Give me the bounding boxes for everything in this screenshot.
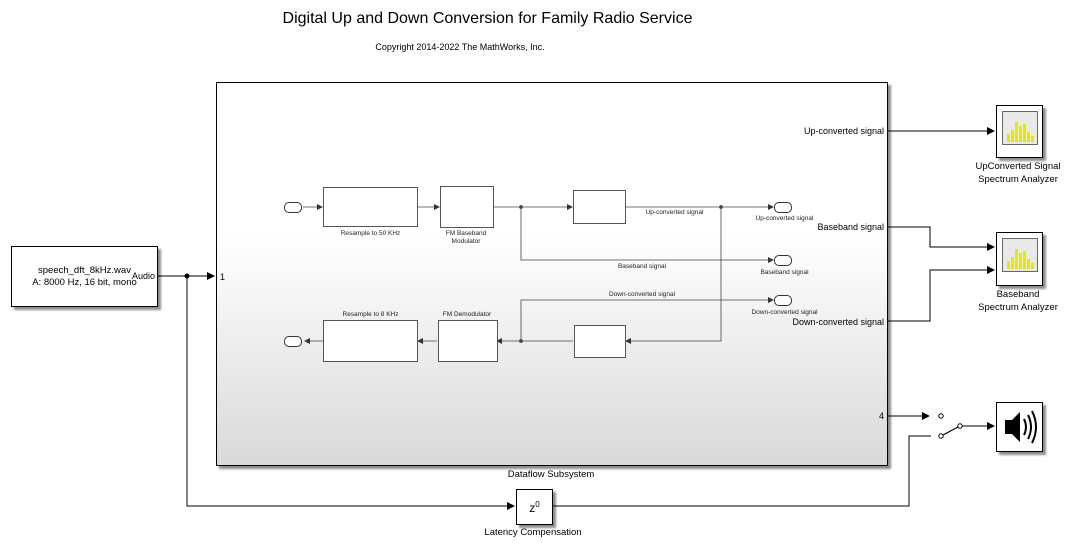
resample-50k-block[interactable]	[323, 187, 418, 227]
up-outport	[774, 202, 792, 213]
subsystem-outport-up: Up-converted signal	[803, 126, 884, 136]
upconverted-analyzer-label-2: Spectrum Analyzer	[978, 174, 1058, 185]
subsystem-outport-4: 4	[878, 411, 884, 421]
subsystem-outport-baseband: Baseband signal	[817, 222, 884, 232]
upconverted-spectrum-analyzer[interactable]	[996, 105, 1043, 158]
up-outport-label: Up-converted signal	[755, 215, 814, 222]
baseband-spectrum-analyzer[interactable]	[996, 232, 1043, 286]
fm-modulator-label-1: FM Baseband	[445, 230, 487, 237]
resample-50k-label: Resample to 50 KHz	[340, 230, 401, 237]
downconverter-block[interactable]	[574, 325, 626, 358]
audio-device-writer[interactable]	[996, 402, 1043, 452]
resample-8k-label: Resample to 8 KHz	[342, 311, 399, 318]
dataflow-subsystem[interactable]: Resample to 50 KHz FM Baseband Modulator…	[216, 82, 888, 466]
copyright-text: Copyright 2014-2022 The MathWorks, Inc.	[375, 42, 545, 52]
baseband-outport-label: Baseband signal	[760, 269, 809, 276]
subsystem-name: Dataflow Subsystem	[507, 469, 595, 480]
down-outport-label: Down-converted signal	[751, 309, 818, 316]
baseband-analyzer-label-2: Spectrum Analyzer	[978, 302, 1058, 313]
upconverter-block[interactable]	[573, 190, 626, 224]
upconverted-analyzer-label-1: UpConverted Signal	[975, 161, 1061, 172]
resample-8k-block[interactable]	[323, 320, 418, 362]
baseband-outport	[774, 255, 792, 266]
delay-symbol: z0	[529, 500, 540, 515]
audio-port-label: Audio	[131, 271, 155, 281]
model-title: Digital Up and Down Conversion for Famil…	[282, 10, 693, 27]
audio-source-block[interactable]: speech_dft_8kHz.wav A: 8000 Hz, 16 bit, …	[11, 246, 158, 307]
down-outport	[774, 295, 792, 306]
fm-modulator-label-2: Modulator	[451, 238, 481, 245]
inner-inport	[284, 202, 302, 213]
fm-demodulator-block[interactable]	[438, 320, 498, 362]
audio-file-name: speech_dft_8kHz.wav	[38, 265, 131, 276]
inner-outport	[284, 336, 302, 347]
audio-file-format: A: 8000 Hz, 16 bit, mono	[32, 277, 137, 288]
baseband-wire-label: Baseband signal	[617, 263, 667, 270]
fm-modulator-block[interactable]	[440, 186, 494, 228]
fm-demodulator-label: FM Demodulator	[442, 311, 492, 318]
latency-delay-block[interactable]: z0	[516, 489, 553, 525]
inner-signal-lines	[303, 204, 774, 344]
spectrum-analyzer-icon	[1002, 238, 1038, 272]
subsystem-outport-down: Down-converted signal	[792, 317, 884, 327]
spectrum-analyzer-icon	[1002, 111, 1038, 145]
down-wire-label: Down-converted signal	[608, 291, 676, 298]
speaker-icon	[1005, 410, 1037, 444]
up-wire-label: Up-converted signal	[645, 209, 704, 216]
latency-compensation-label: Latency Compensation	[484, 527, 582, 538]
subsystem-inport-number: 1	[220, 272, 226, 282]
baseband-analyzer-label-1: Baseband	[996, 289, 1040, 300]
